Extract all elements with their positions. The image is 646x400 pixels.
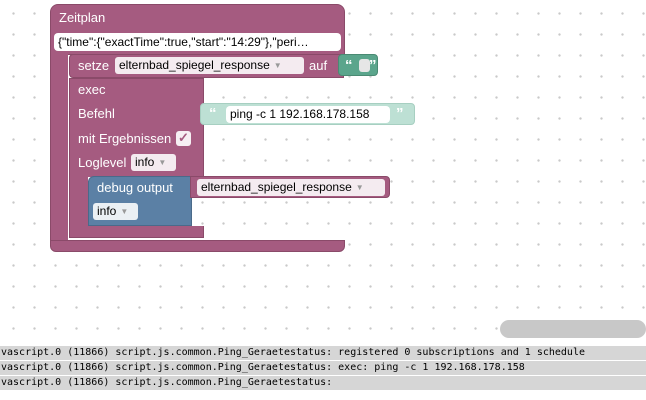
exec-block-left-bar — [69, 176, 88, 236]
workspace-horizontal-scrollbar[interactable] — [500, 320, 646, 338]
set-variable-name: elternbad_spiegel_response — [119, 58, 270, 72]
command-text-field[interactable]: ping -c 1 192.168.178.158 — [226, 106, 390, 123]
exec-block-footer — [69, 226, 204, 238]
exec-block[interactable]: exec Befehl mit Ergebnissen ✓ Loglevel i… — [69, 78, 345, 238]
command-text-block[interactable]: “ ping -c 1 192.168.178.158 ” — [200, 103, 415, 125]
open-quote-icon: “ — [345, 57, 353, 74]
text-value-field[interactable] — [359, 59, 370, 72]
schedule-block-left-bar — [50, 54, 68, 244]
close-quote-icon: ” — [369, 57, 377, 74]
schedule-title: Zeitplan — [59, 10, 106, 25]
text-value-block[interactable]: “ ” — [338, 54, 378, 76]
log-line: vascript.0 (11866) script.js.common.Ping… — [0, 361, 646, 375]
exec-with-results-label: mit Ergebnissen — [78, 131, 172, 146]
set-variable-dropdown[interactable]: elternbad_spiegel_response▼ — [115, 57, 304, 74]
dropdown-arrow-icon: ▼ — [273, 61, 282, 70]
exec-loglevel-dropdown[interactable]: info▼ — [131, 154, 176, 171]
dropdown-arrow-icon: ▼ — [158, 158, 167, 167]
dropdown-arrow-icon: ▼ — [355, 183, 364, 192]
exec-loglevel-value: info — [135, 155, 155, 169]
schedule-block-footer — [50, 240, 345, 252]
exec-command-label: Befehl — [78, 106, 115, 121]
debug-output-label: debug output — [97, 180, 173, 195]
set-variable-label: setze — [78, 58, 110, 73]
set-variable-block[interactable]: setze elternbad_spiegel_response▼ auf — [69, 54, 345, 78]
dropdown-arrow-icon: ▼ — [120, 207, 129, 216]
debug-level-value: info — [97, 204, 117, 218]
log-console: vascript.0 (11866) script.js.common.Ping… — [0, 344, 646, 400]
schedule-spec-field[interactable]: {"time":{"exactTime":true,"start":"14:29… — [54, 33, 341, 51]
exec-loglevel-label: Loglevel — [78, 155, 127, 170]
close-quote-icon: ” — [396, 105, 404, 122]
checkmark-icon: ✓ — [178, 130, 189, 145]
exec-title: exec — [78, 82, 106, 97]
schedule-block[interactable]: Zeitplan {"time":{"exactTime":true,"star… — [50, 4, 345, 252]
debug-variable-dropdown[interactable]: elternbad_spiegel_response▼ — [197, 179, 385, 196]
open-quote-icon: “ — [209, 105, 217, 122]
log-line: vascript.0 (11866) script.js.common.Ping… — [0, 346, 646, 360]
with-results-checkbox[interactable]: ✓ — [176, 130, 191, 146]
debug-variable-name: elternbad_spiegel_response — [201, 180, 352, 194]
debug-level-dropdown[interactable]: info▼ — [93, 203, 138, 220]
log-line: vascript.0 (11866) script.js.common.Ping… — [0, 376, 646, 390]
debug-variable-block[interactable]: elternbad_spiegel_response▼ — [190, 176, 390, 198]
set-variable-to-label: auf — [309, 58, 328, 73]
debug-output-block[interactable]: debug output info▼ — [88, 176, 192, 226]
